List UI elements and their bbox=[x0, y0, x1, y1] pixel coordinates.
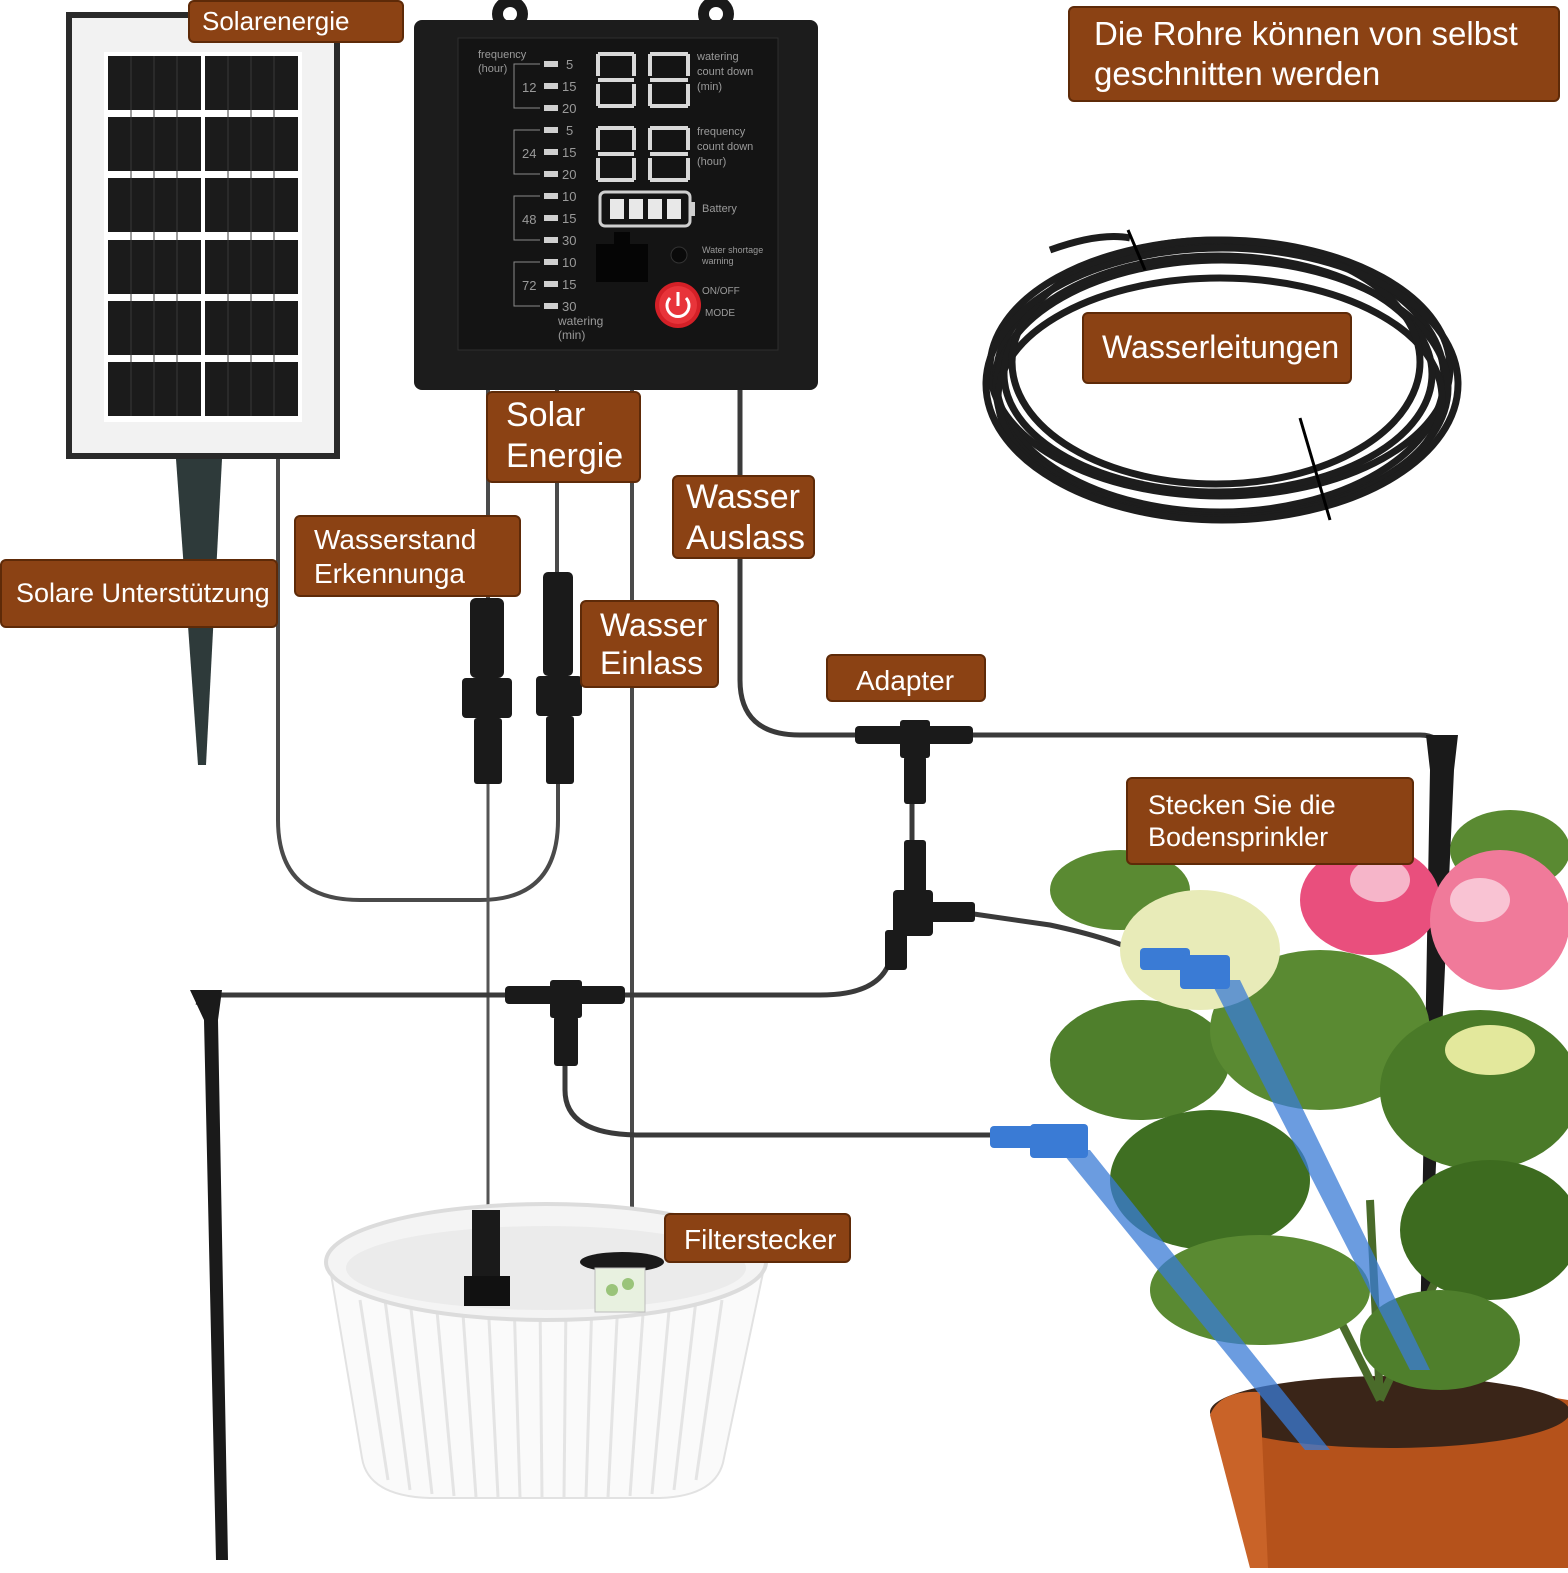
label-text: Erkennunga bbox=[314, 557, 466, 589]
minute-option: 20 bbox=[562, 101, 576, 116]
controller-box: frequency (hour) 12 24 48 72 5 15 20 5 1… bbox=[414, 0, 818, 390]
label-text: Die Rohre können von selbst bbox=[1094, 15, 1518, 52]
watering-unit: (min) bbox=[558, 328, 585, 342]
battery-label: Battery bbox=[702, 203, 737, 215]
label-water-outlet: Wasser Auslass bbox=[672, 475, 815, 559]
minute-option: 15 bbox=[562, 211, 576, 226]
t-adapters bbox=[505, 720, 975, 1066]
label-text: Solare Unterstützung bbox=[16, 578, 270, 608]
minute-option: 15 bbox=[562, 277, 576, 292]
label-solar-energy: Solar Energie bbox=[486, 391, 641, 483]
label-adapter: Adapter bbox=[826, 654, 986, 702]
label-water-level: Wasserstand Erkennunga bbox=[294, 515, 521, 597]
flower-pot bbox=[1210, 1376, 1568, 1568]
label-water-inlet: Wasser Einlass bbox=[580, 600, 719, 688]
minute-option: 5 bbox=[566, 123, 573, 138]
minute-option: 10 bbox=[562, 189, 576, 204]
label-text: Filterstecker bbox=[684, 1224, 837, 1255]
label-text: Adapter bbox=[856, 665, 955, 696]
frequency-countdown-unit: (hour) bbox=[697, 156, 726, 168]
label-text: Auslass bbox=[686, 518, 806, 557]
minute-option: 15 bbox=[562, 79, 576, 94]
connectors bbox=[462, 572, 582, 784]
label-text: Einlass bbox=[600, 645, 704, 682]
warning-led-icon bbox=[670, 246, 688, 264]
label-text: Solarenergie bbox=[202, 6, 350, 36]
mode-label: MODE bbox=[705, 308, 735, 319]
minute-option: 5 bbox=[566, 57, 573, 72]
sensor-port-icon bbox=[596, 232, 648, 282]
solar-panel bbox=[66, 12, 340, 459]
battery-icon bbox=[598, 190, 695, 228]
blue-dripper-right bbox=[1140, 948, 1430, 1370]
minute-option: 30 bbox=[562, 233, 576, 248]
label-text: Energie bbox=[506, 436, 624, 475]
minute-option: 10 bbox=[562, 255, 576, 270]
watering-countdown-unit: (min) bbox=[697, 81, 722, 93]
frequency-unit: (hour) bbox=[478, 63, 507, 75]
water-shortage-label: warning bbox=[701, 256, 734, 266]
hour-12: 12 bbox=[522, 80, 536, 95]
water-shortage-label: Water shortage bbox=[702, 245, 763, 255]
hour-72: 72 bbox=[522, 278, 536, 293]
label-solar-support: Solare Unterstützung bbox=[0, 559, 278, 628]
cables bbox=[276, 388, 634, 1215]
frequency-countdown-display bbox=[596, 126, 690, 182]
label-filter-plug: Filterstecker bbox=[664, 1213, 851, 1263]
label-pipes-cut: Die Rohre können von selbst geschnitten … bbox=[1068, 6, 1560, 102]
minute-option: 15 bbox=[562, 145, 576, 160]
label-water-pipes: Wasserleitungen bbox=[1082, 312, 1352, 384]
watering-countdown-display bbox=[596, 52, 690, 108]
minute-option: 20 bbox=[562, 167, 576, 182]
label-text: Wasserstand bbox=[314, 524, 477, 555]
label-text: geschnitten werden bbox=[1094, 54, 1381, 92]
watering-countdown-label: count down bbox=[697, 66, 753, 78]
label-ground-sprinkler: Stecken Sie die Bodensprinkler bbox=[1126, 777, 1414, 865]
onoff-label: ON/OFF bbox=[702, 286, 740, 297]
label-text: Bodensprinkler bbox=[1148, 822, 1329, 853]
label-text: Wasser bbox=[600, 607, 708, 643]
coiled-tubing bbox=[982, 233, 1462, 524]
hydrangea-flowers bbox=[1120, 845, 1568, 1075]
frequency-label: frequency bbox=[478, 49, 527, 61]
blue-dripper-left bbox=[990, 1124, 1330, 1450]
label-solar-energy-top: Solarenergie bbox=[188, 0, 404, 43]
hour-48: 48 bbox=[522, 212, 536, 227]
label-text: Solar bbox=[506, 396, 586, 434]
watering-countdown-label: watering bbox=[696, 51, 739, 63]
label-text: Stecken Sie die bbox=[1148, 790, 1336, 820]
label-text: Wasser bbox=[686, 478, 800, 516]
label-text: Wasserleitungen bbox=[1102, 329, 1340, 365]
hour-24: 24 bbox=[522, 146, 536, 161]
watering-label: watering bbox=[557, 314, 603, 328]
frequency-countdown-label: frequency bbox=[697, 126, 746, 138]
power-button[interactable] bbox=[655, 282, 701, 328]
frequency-countdown-label: count down bbox=[697, 141, 753, 153]
water-bucket bbox=[324, 1202, 768, 1499]
minute-option: 30 bbox=[562, 299, 576, 314]
